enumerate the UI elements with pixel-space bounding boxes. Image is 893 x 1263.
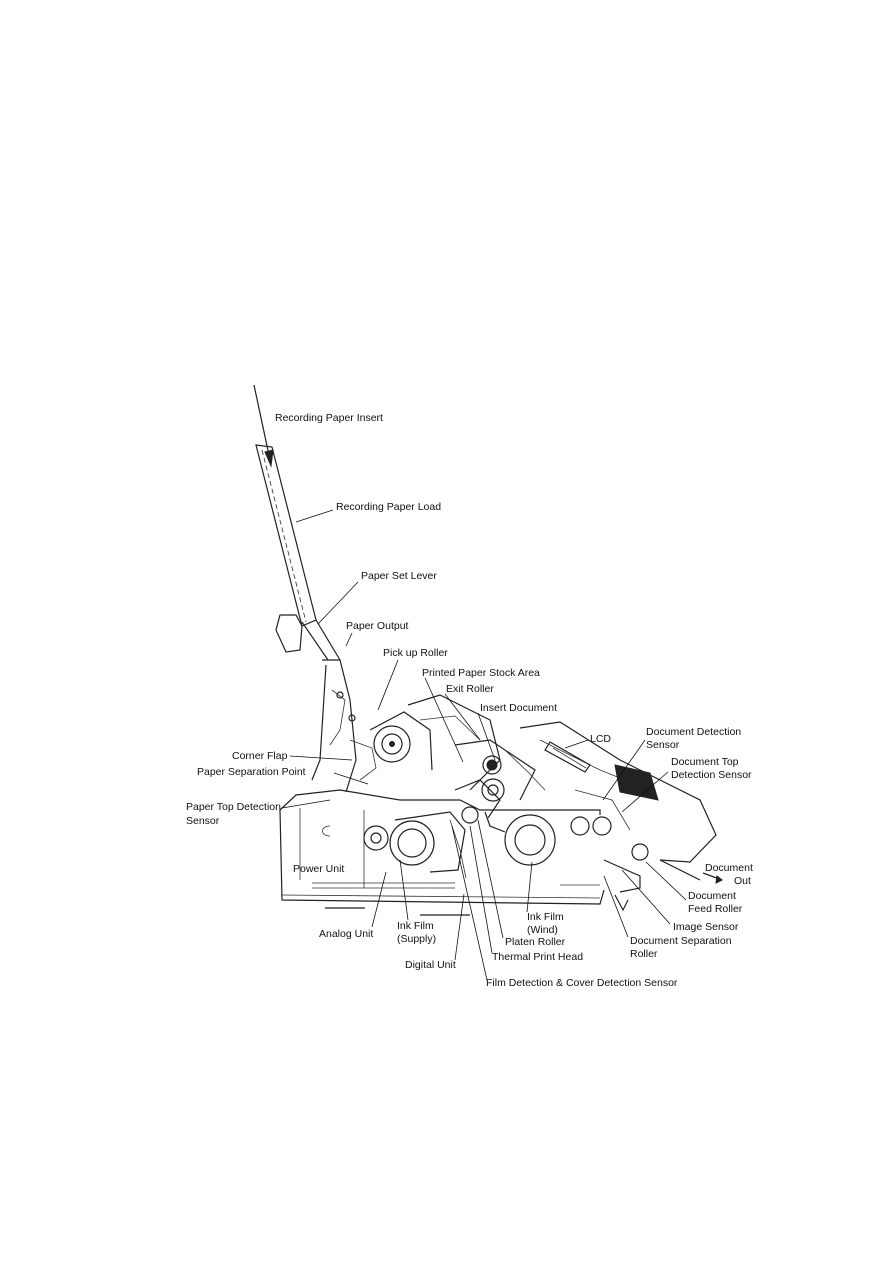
label-ink-film-wind: Ink Film [527,911,564,923]
label-recording-paper-load: Recording Paper Load [336,501,441,513]
label-paper-output: Paper Output [346,620,409,632]
label-printed-paper-stock-area: Printed Paper Stock Area [422,667,540,679]
label-power-unit: Power Unit [293,863,344,875]
label-document-top-detection-sensor-line2: Detection Sensor [671,769,752,781]
label-corner-flap: Corner Flap [232,750,288,762]
label-paper-top-detection-sensor-line2: Sensor [186,815,220,827]
labels: Recording Paper Insert Recording Paper L… [186,412,753,989]
label-paper-separation-point: Paper Separation Point [197,766,306,778]
label-lcd: LCD [590,733,611,745]
label-document-detection-sensor-line2: Sensor [646,739,680,751]
label-document-detection-sensor: Document Detection [646,726,741,738]
label-document-out-line2: Out [734,875,751,887]
label-document-separation-roller-line2: Roller [630,948,658,960]
label-insert-document: Insert Document [480,702,557,714]
label-thermal-print-head: Thermal Print Head [492,951,583,963]
leader-lines [281,509,687,981]
label-paper-set-lever: Paper Set Lever [361,570,437,582]
label-analog-unit: Analog Unit [319,928,373,940]
label-ink-film-supply: Ink Film [397,920,434,932]
label-ink-film-supply-line2: (Supply) [397,933,436,945]
label-ink-film-wind-line2: (Wind) [527,924,558,936]
label-document-top-detection-sensor: Document Top [671,756,739,768]
label-document-separation-roller: Document Separation [630,935,732,947]
label-exit-roller: Exit Roller [446,683,494,695]
label-document-out: Document [705,862,753,874]
label-document-feed-roller-line2: Feed Roller [688,903,743,915]
label-film-detection-cover-detection-sensor: Film Detection & Cover Detection Sensor [486,977,678,989]
label-platen-roller: Platen Roller [505,936,566,948]
label-image-sensor: Image Sensor [673,921,739,933]
label-paper-top-detection-sensor: Paper Top Detection [186,801,281,813]
label-pick-up-roller: Pick up Roller [383,647,448,659]
label-document-feed-roller: Document [688,890,736,902]
label-digital-unit: Digital Unit [405,959,456,971]
machine-drawing [253,384,723,916]
label-recording-paper-insert: Recording Paper Insert [275,412,383,424]
